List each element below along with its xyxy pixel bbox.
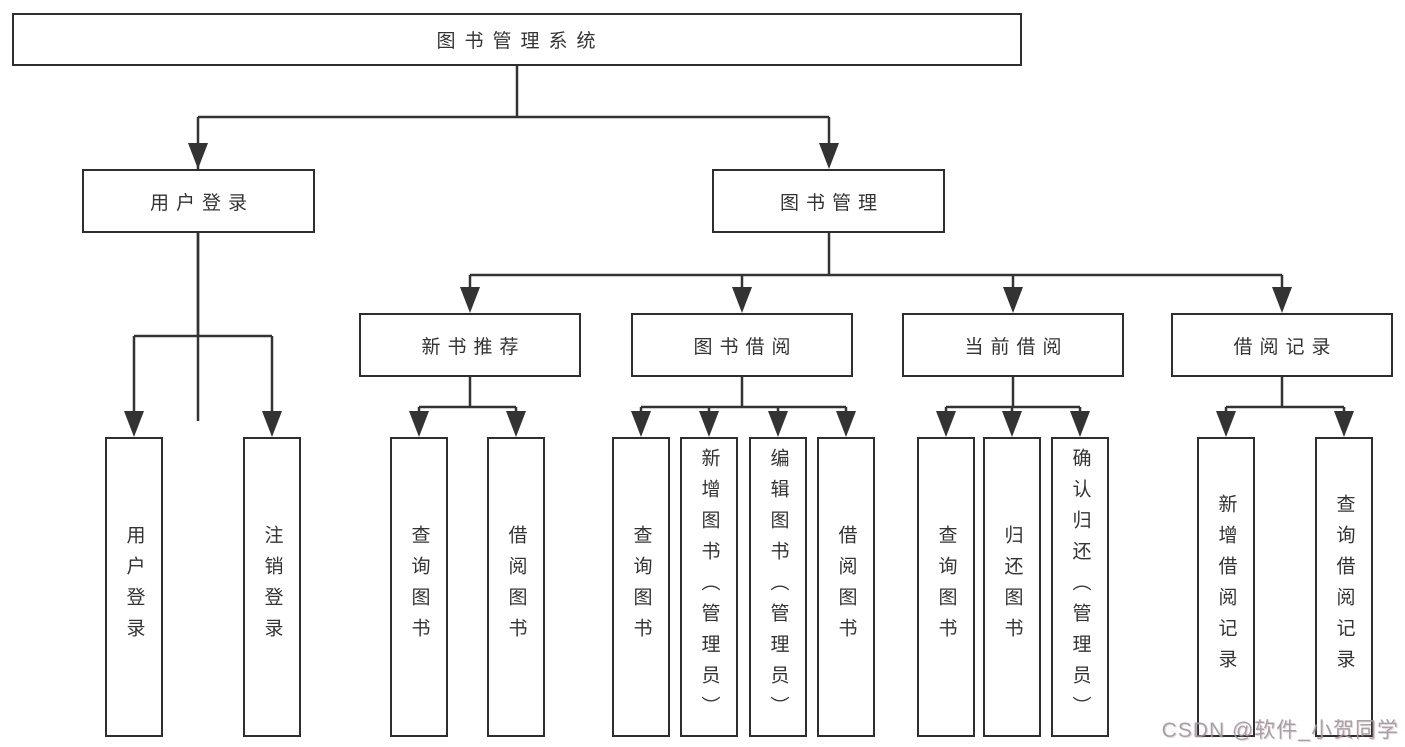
- leaf-query-book-2: 查询图书: [612, 437, 670, 737]
- node-book-borrow: 图书借阅: [631, 313, 853, 377]
- leaf-borrow-book-1: 借阅图书: [487, 437, 545, 737]
- connector-user-login: [132, 233, 274, 421]
- leaf-return-book-label: 归还图书: [1001, 525, 1023, 649]
- leaf-user-login-label: 用户登录: [123, 525, 145, 649]
- leaf-borrow-book-1-label: 借阅图书: [505, 525, 527, 649]
- leaf-query-book-1-label: 查询图书: [408, 525, 430, 649]
- leaf-borrow-book-2-label: 借阅图书: [835, 525, 857, 649]
- leaf-query-book-1: 查询图书: [390, 437, 448, 737]
- node-current-borrow: 当前借阅: [902, 313, 1124, 377]
- leaf-user-login: 用户登录: [105, 437, 163, 737]
- leaf-return-book: 归还图书: [983, 437, 1041, 737]
- node-root: 图书管理系统: [12, 13, 1022, 66]
- leaf-confirm-return-label: 确认归还（管理员）: [1069, 447, 1091, 727]
- node-current-borrow-label: 当前借阅: [964, 336, 1069, 358]
- leaf-edit-book: 编辑图书（管理员）: [749, 437, 807, 737]
- leaf-edit-book-label: 编辑图书（管理员）: [767, 447, 789, 727]
- node-user-login-label: 用户登录: [149, 192, 254, 214]
- connector-root: [196, 66, 831, 421]
- connector-book-borrow: [639, 377, 848, 421]
- node-book-management-label: 图书管理: [779, 192, 884, 214]
- leaf-add-borrow-record-label: 新增借阅记录: [1215, 494, 1237, 680]
- node-borrow-record: 借阅记录: [1171, 313, 1393, 377]
- node-new-book-recommend: 新书推荐: [359, 313, 581, 377]
- leaf-query-book-3: 查询图书: [917, 437, 975, 737]
- connector-borrow-record: [1224, 377, 1346, 421]
- connector-book-management: [468, 233, 1284, 297]
- leaf-add-book: 新增图书（管理员）: [680, 437, 738, 737]
- leaf-logout-label: 注销登录: [261, 525, 283, 649]
- node-book-borrow-label: 图书借阅: [693, 336, 798, 358]
- node-borrow-record-label: 借阅记录: [1233, 336, 1338, 358]
- node-book-management: 图书管理: [712, 169, 945, 233]
- leaf-add-book-label: 新增图书（管理员）: [698, 447, 720, 727]
- node-root-label: 图书管理系统: [436, 31, 605, 52]
- connector-new-book-recommend: [417, 377, 518, 421]
- leaf-query-borrow-record-label: 查询借阅记录: [1333, 494, 1355, 680]
- leaf-borrow-book-2: 借阅图书: [817, 437, 875, 737]
- leaf-confirm-return: 确认归还（管理员）: [1051, 437, 1109, 737]
- leaf-add-borrow-record: 新增借阅记录: [1197, 437, 1255, 737]
- watermark: CSDN @软件_小贺同学: [1161, 719, 1399, 742]
- leaf-query-borrow-record: 查询借阅记录: [1315, 437, 1373, 737]
- node-new-book-recommend-label: 新书推荐: [421, 336, 526, 358]
- leaf-query-book-3-label: 查询图书: [935, 525, 957, 649]
- arrowheads: [124, 143, 1354, 437]
- node-user-login: 用户登录: [82, 169, 315, 233]
- leaf-logout: 注销登录: [243, 437, 301, 737]
- leaf-query-book-2-label: 查询图书: [630, 525, 652, 649]
